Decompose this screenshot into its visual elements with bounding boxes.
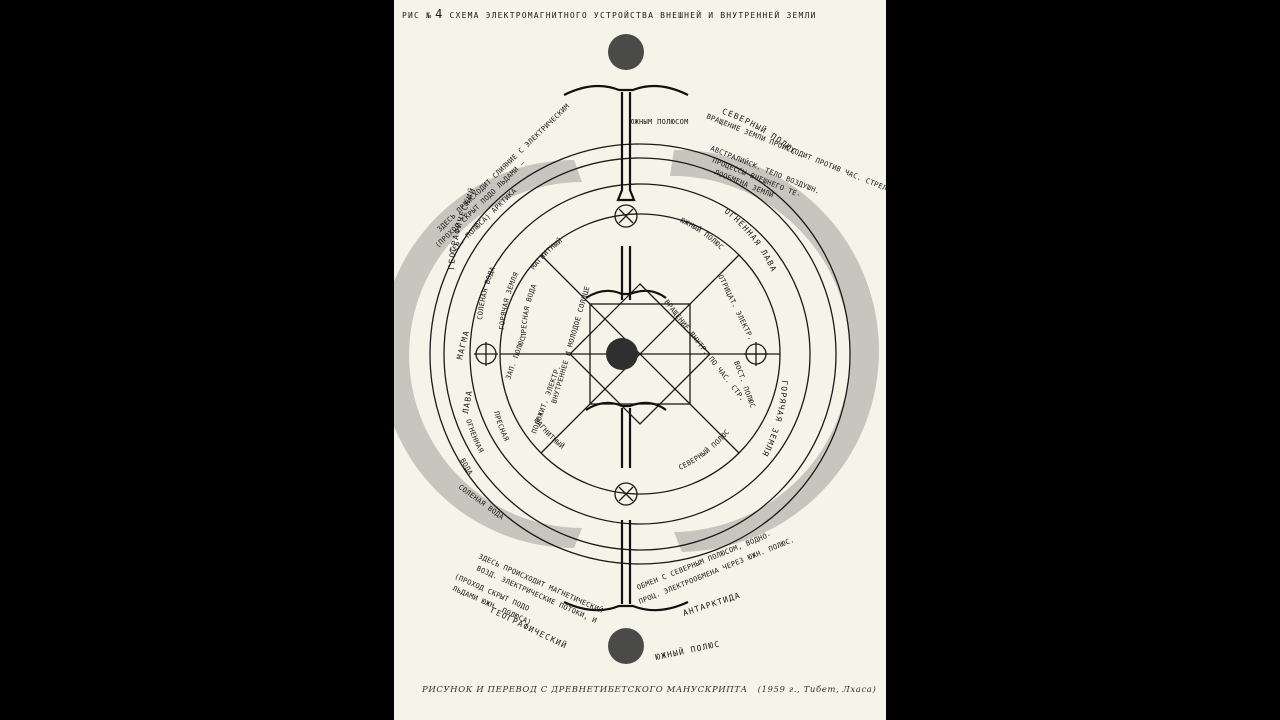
label-north-pole-inner: СЕВЕРНЫЙ ПОЛЮС	[677, 428, 731, 472]
label-west-pole: ЗАП. ПОЛЮС	[504, 336, 527, 381]
svg-text:ОГНЕННАЯ: ОГНЕННАЯ	[464, 418, 485, 454]
label-salt-water-left: СОЛЕНАЯ ВОДА	[476, 265, 497, 320]
label-inner-sun: ВНУТРЕННЕЕ И МОЛОДОЕ СОЛНЦЕ	[550, 285, 591, 404]
svg-text:ГОРЯЧАЯ ЗЕМЛЯ: ГОРЯЧАЯ ЗЕМЛЯ	[498, 271, 520, 330]
label-lava-left: ЛАВА	[461, 389, 474, 414]
outer-ring-inner	[443, 157, 837, 551]
label-magma: МАГМА	[455, 329, 471, 360]
outer-ring	[429, 143, 851, 565]
label-fresh-bottom: ПРЕСНАЯ	[492, 410, 510, 442]
label-south-pole-bottom: ЮЖНЫЙ ПОЛЮС	[654, 637, 721, 662]
label-magnetic-top: МАГНИТНЫЙ	[529, 236, 563, 271]
label-water-left: ВОДА	[458, 457, 474, 477]
west-pole-marker	[474, 342, 498, 366]
label-south-pole-inner: ЮЖНЫЙ ПОЛЮС	[679, 217, 724, 252]
svg-text:ПРЕСНАЯ: ПРЕСНАЯ	[492, 410, 510, 442]
label-fresh-water-left: ПРЕСНАЯ ВОДА	[520, 283, 538, 339]
label-south-pole-inner-top: ЮЖНЫМ ПОЛЮСОМ	[630, 118, 689, 126]
svg-text:СОЛЕНАЯ ВОДА: СОЛЕНАЯ ВОДА	[476, 265, 497, 320]
svg-text:ПРЕСНАЯ ВОДА: ПРЕСНАЯ ВОДА	[520, 283, 539, 339]
magma-ring	[469, 183, 811, 525]
label-antarctica: АНТАРКТИДА	[682, 591, 742, 618]
east-pole-marker	[744, 342, 768, 366]
svg-text:МАГНИТНЫЙ: МАГНИТНЫЙ	[529, 236, 564, 271]
central-axis	[563, 34, 689, 664]
label-inner-rotation: ВРАЩЕНИЕ ВНУТР. ПО ЧАС. СТР.	[662, 298, 746, 403]
label-geo-bottom: ГЕОГРАФИЧЕСКИЙ	[489, 604, 570, 651]
label-negative-electr: ОТРИЦАТ. ЭЛЕКТР.	[716, 273, 755, 341]
svg-text:ЮЖНЫЙ ПОЛЮС: ЮЖНЫЙ ПОЛЮС	[679, 217, 725, 252]
caption: РИСУНОК И ПЕРЕВОД С ДРЕВНЕТИБЕТСКОГО МАН…	[421, 684, 876, 695]
label-hot-earth-left: ГОРЯЧАЯ ЗЕМЛЯ	[498, 271, 520, 330]
label-fire-left: ОГНЕННАЯ	[464, 418, 485, 454]
svg-text:СЕВЕРНЫЙ ПОЛЮС: СЕВЕРНЫЙ ПОЛЮС	[677, 428, 731, 472]
